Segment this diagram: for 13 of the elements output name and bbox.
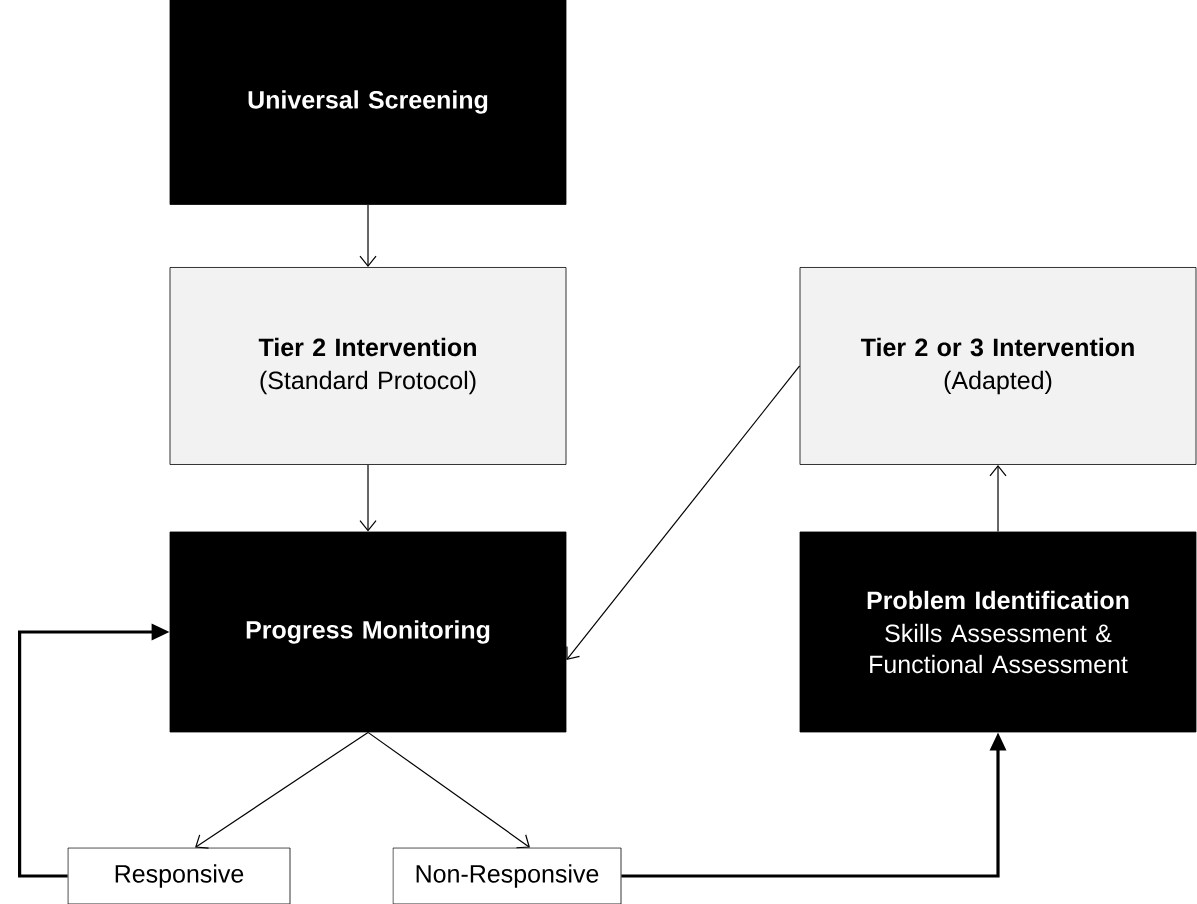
- process-box: Tier 2 or 3 Intervention (Adapted): [799, 267, 1197, 465]
- process-box: Universal Screening: [169, 0, 567, 205]
- arrow: [566, 365, 801, 660]
- arrow: [989, 464, 1007, 533]
- process-box: Problem Identification Skills Assessment & Functional Assessment: [799, 531, 1197, 733]
- arrow: [195, 731, 369, 849]
- process-box: Progress Monitoring: [169, 531, 567, 733]
- process-box: Responsive: [67, 847, 291, 904]
- process-box: Non-Responsive: [392, 847, 622, 904]
- arrow: [367, 731, 530, 849]
- arrow: [359, 464, 377, 532]
- arrow: [359, 204, 377, 268]
- process-box: Tier 2 Intervention (Standard Protocol): [169, 267, 567, 465]
